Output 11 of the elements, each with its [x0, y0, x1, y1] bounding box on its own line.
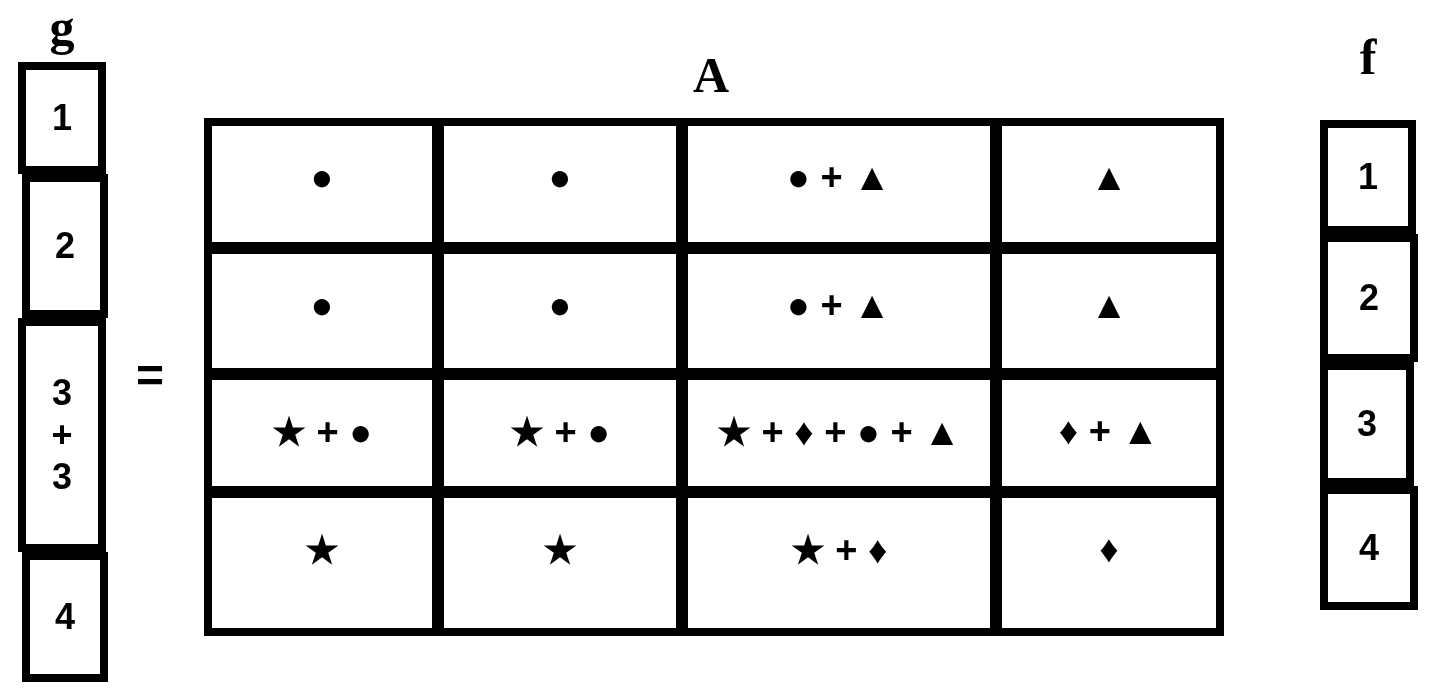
vector-entry: 1	[1320, 120, 1416, 234]
matrix-label: A	[691, 50, 731, 100]
equals-sign: =	[136, 352, 165, 400]
vector-entry: 4	[22, 552, 108, 682]
vector-label: f	[1358, 32, 1378, 82]
vector-entry: 2	[22, 174, 108, 318]
vector-entry: 1	[18, 62, 106, 174]
vector-entry: 2	[1320, 234, 1418, 362]
vector-entry: 3 + 3	[18, 318, 106, 552]
vector-entry: 4	[1320, 486, 1418, 610]
vector-entry: 3	[1320, 362, 1414, 486]
